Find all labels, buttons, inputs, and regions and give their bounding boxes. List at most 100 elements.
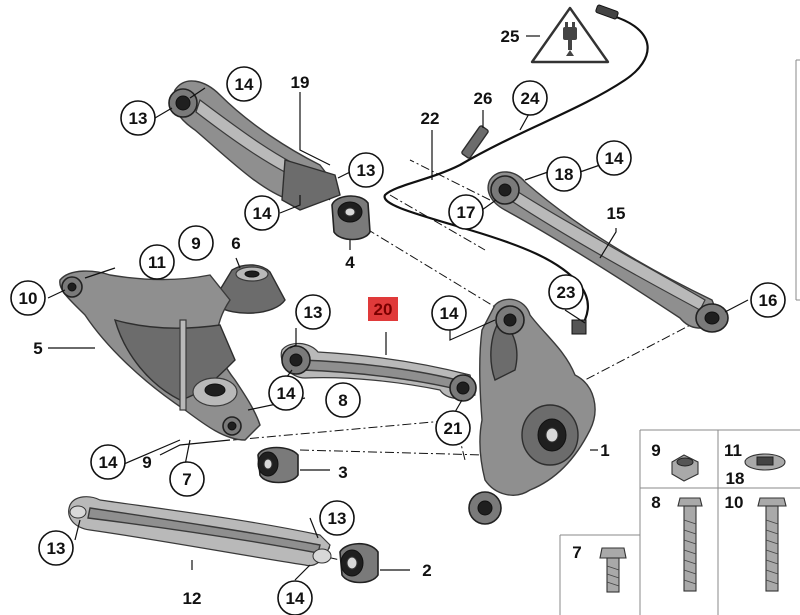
callout-number: 10 (19, 289, 38, 308)
callout-number: 13 (47, 539, 66, 558)
callout-number: 26 (474, 89, 493, 108)
callout-circle (244, 195, 280, 231)
callout-number: 6 (231, 234, 240, 253)
callout-number: 19 (291, 73, 310, 92)
callout-13d: 13 (319, 500, 355, 536)
frame-edge (795, 59, 800, 301)
part-4-bushing (331, 195, 371, 241)
callout-11a: 11 (139, 244, 175, 280)
callout-18a: 18 (546, 156, 582, 192)
callout-25: 25 (501, 27, 520, 46)
hex-nut-icon (671, 454, 699, 482)
callout-9a: 9 (178, 225, 214, 261)
callout-15: 15 (607, 204, 626, 223)
callout-14e: 14 (431, 295, 467, 331)
callout-number: 22 (421, 109, 440, 128)
hardware-label-18: 18 (726, 469, 745, 488)
callout-number: 13 (304, 303, 323, 322)
part-26-pin (461, 125, 489, 159)
callout-26: 26 (474, 89, 493, 108)
hardware-label-7: 7 (572, 543, 581, 562)
part-20-link (280, 342, 477, 402)
short-bolt-icon (599, 547, 627, 593)
callout-number: 14 (253, 204, 272, 223)
callout-circle (448, 194, 484, 230)
callout-circle (226, 66, 262, 102)
callout-circle (325, 382, 361, 418)
callout-number: 1 (600, 441, 609, 460)
part-3-bushing (257, 446, 299, 484)
callout-number: 18 (555, 165, 574, 184)
callout-circle (169, 461, 205, 497)
callout-number: 13 (357, 161, 376, 180)
callout-circle (431, 295, 467, 331)
callout-10a: 10 (10, 280, 46, 316)
callout-circle (38, 530, 74, 566)
callout-14c: 14 (596, 140, 632, 176)
callout-6: 6 (231, 234, 240, 253)
callout-number: 25 (501, 27, 520, 46)
callout-number: 3 (338, 463, 347, 482)
callout-16: 16 (750, 282, 786, 318)
part-15-link (487, 171, 729, 333)
callout-14d: 14 (268, 375, 304, 411)
callout-9b: 9 (142, 453, 151, 472)
callout-number: 12 (183, 589, 202, 608)
callout-7a: 7 (169, 461, 205, 497)
callout-number: 15 (607, 204, 626, 223)
callout-1: 1 (600, 441, 609, 460)
callout-number: 5 (33, 339, 42, 358)
callout-14b: 14 (244, 195, 280, 231)
callout-number: 13 (328, 509, 347, 528)
callout-5: 5 (33, 339, 42, 358)
sensor-cable (383, 4, 649, 335)
callout-number: 7 (182, 470, 191, 489)
washer-icon (744, 453, 786, 471)
callout-21: 21 (435, 410, 471, 446)
part-1-wheel-carrier (468, 298, 596, 525)
callout-number: 14 (99, 453, 118, 472)
callout-number: 14 (286, 589, 305, 608)
callout-4: 4 (345, 253, 355, 272)
callout-number: 9 (191, 234, 200, 253)
callout-circle (546, 156, 582, 192)
callout-circle (90, 444, 126, 480)
callout-12: 12 (183, 589, 202, 608)
callout-number: 23 (557, 283, 576, 302)
callout-number: 17 (457, 203, 476, 222)
highlighted-part-label: 20 (374, 300, 393, 319)
hardware-label-8: 8 (651, 493, 660, 512)
callout-circle (548, 274, 584, 310)
callout-14g: 14 (277, 580, 313, 615)
callout-number: 4 (345, 253, 355, 272)
callout-number: 2 (422, 561, 431, 580)
callout-17: 17 (448, 194, 484, 230)
callout-circle (120, 100, 156, 136)
callout-circle (512, 80, 548, 116)
callout-number: 9 (142, 453, 151, 472)
long-bolt-icon (677, 497, 703, 592)
callout-number: 14 (440, 304, 459, 323)
callout-number: 14 (605, 149, 624, 168)
callout-circle (435, 410, 471, 446)
callout-circle (295, 294, 331, 330)
part-5-control-arm (59, 270, 261, 441)
callout-22: 22 (421, 109, 440, 128)
callout-number: 8 (338, 391, 347, 410)
callout-19: 19 (291, 73, 310, 92)
hardware-label-9: 9 (651, 441, 660, 460)
callout-3: 3 (338, 463, 347, 482)
callout-circle (268, 375, 304, 411)
part-2-bushing (339, 542, 379, 584)
callout-number: 16 (759, 291, 778, 310)
callout-circle (277, 580, 313, 615)
callout-number: 21 (444, 419, 463, 438)
esd-warning-triangle-icon (530, 6, 610, 64)
callout-13c: 13 (295, 294, 331, 330)
callout-number: 11 (148, 253, 166, 272)
callout-13a: 13 (120, 100, 156, 136)
